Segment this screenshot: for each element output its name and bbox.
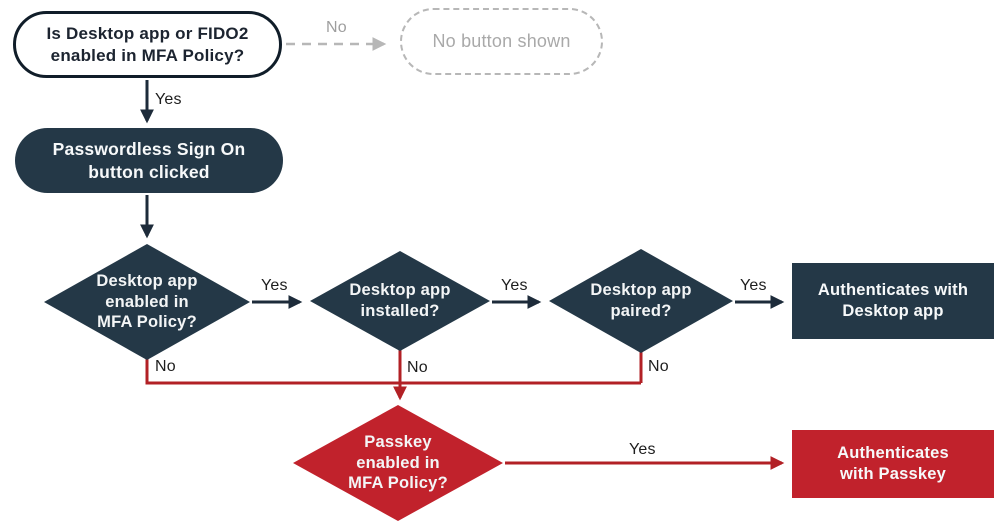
node-authenticates-desktop-label: Authenticates with Desktop app <box>817 281 969 320</box>
edge-label-installed-no: No <box>407 359 428 376</box>
edge-no-merge-line <box>145 350 643 385</box>
node-passwordless-label: Passwordless Sign On button clicked <box>52 139 246 182</box>
edge-label-installed-yes: Yes <box>501 277 528 294</box>
node-no-button-label: No button shown <box>432 31 571 52</box>
node-passkey-enabled-label: Passkey enabled in MFA Policy? <box>348 432 448 493</box>
node-authenticates-passkey-label: Authenticates with Passkey <box>837 444 949 483</box>
node-no-button-shown: No button shown <box>400 8 603 75</box>
node-authenticates-passkey: Authenticates with Passkey <box>792 430 994 498</box>
edge-label-enabled-no: No <box>155 358 176 375</box>
node-desktop-installed-label: Desktop app installed? <box>349 281 451 320</box>
edge-label-paired-no: No <box>648 358 669 375</box>
node-desktop-enabled-label: Desktop app enabled in MFA Policy? <box>96 271 198 332</box>
edge-label-passkey-yes: Yes <box>629 441 656 458</box>
edge-label-paired-yes: Yes <box>740 277 767 294</box>
node-authenticates-desktop: Authenticates with Desktop app <box>792 263 994 339</box>
node-start-question: Is Desktop app or FIDO2 enabled in MFA P… <box>13 11 282 78</box>
edge-label-enabled-yes: Yes <box>261 277 288 294</box>
edge-label-start-yes: Yes <box>155 91 182 108</box>
node-start-label: Is Desktop app or FIDO2 enabled in MFA P… <box>46 23 249 65</box>
node-passwordless-clicked: Passwordless Sign On button clicked <box>15 128 283 193</box>
edge-label-start-no: No <box>326 19 347 36</box>
node-desktop-paired-label: Desktop app paired? <box>590 281 692 320</box>
